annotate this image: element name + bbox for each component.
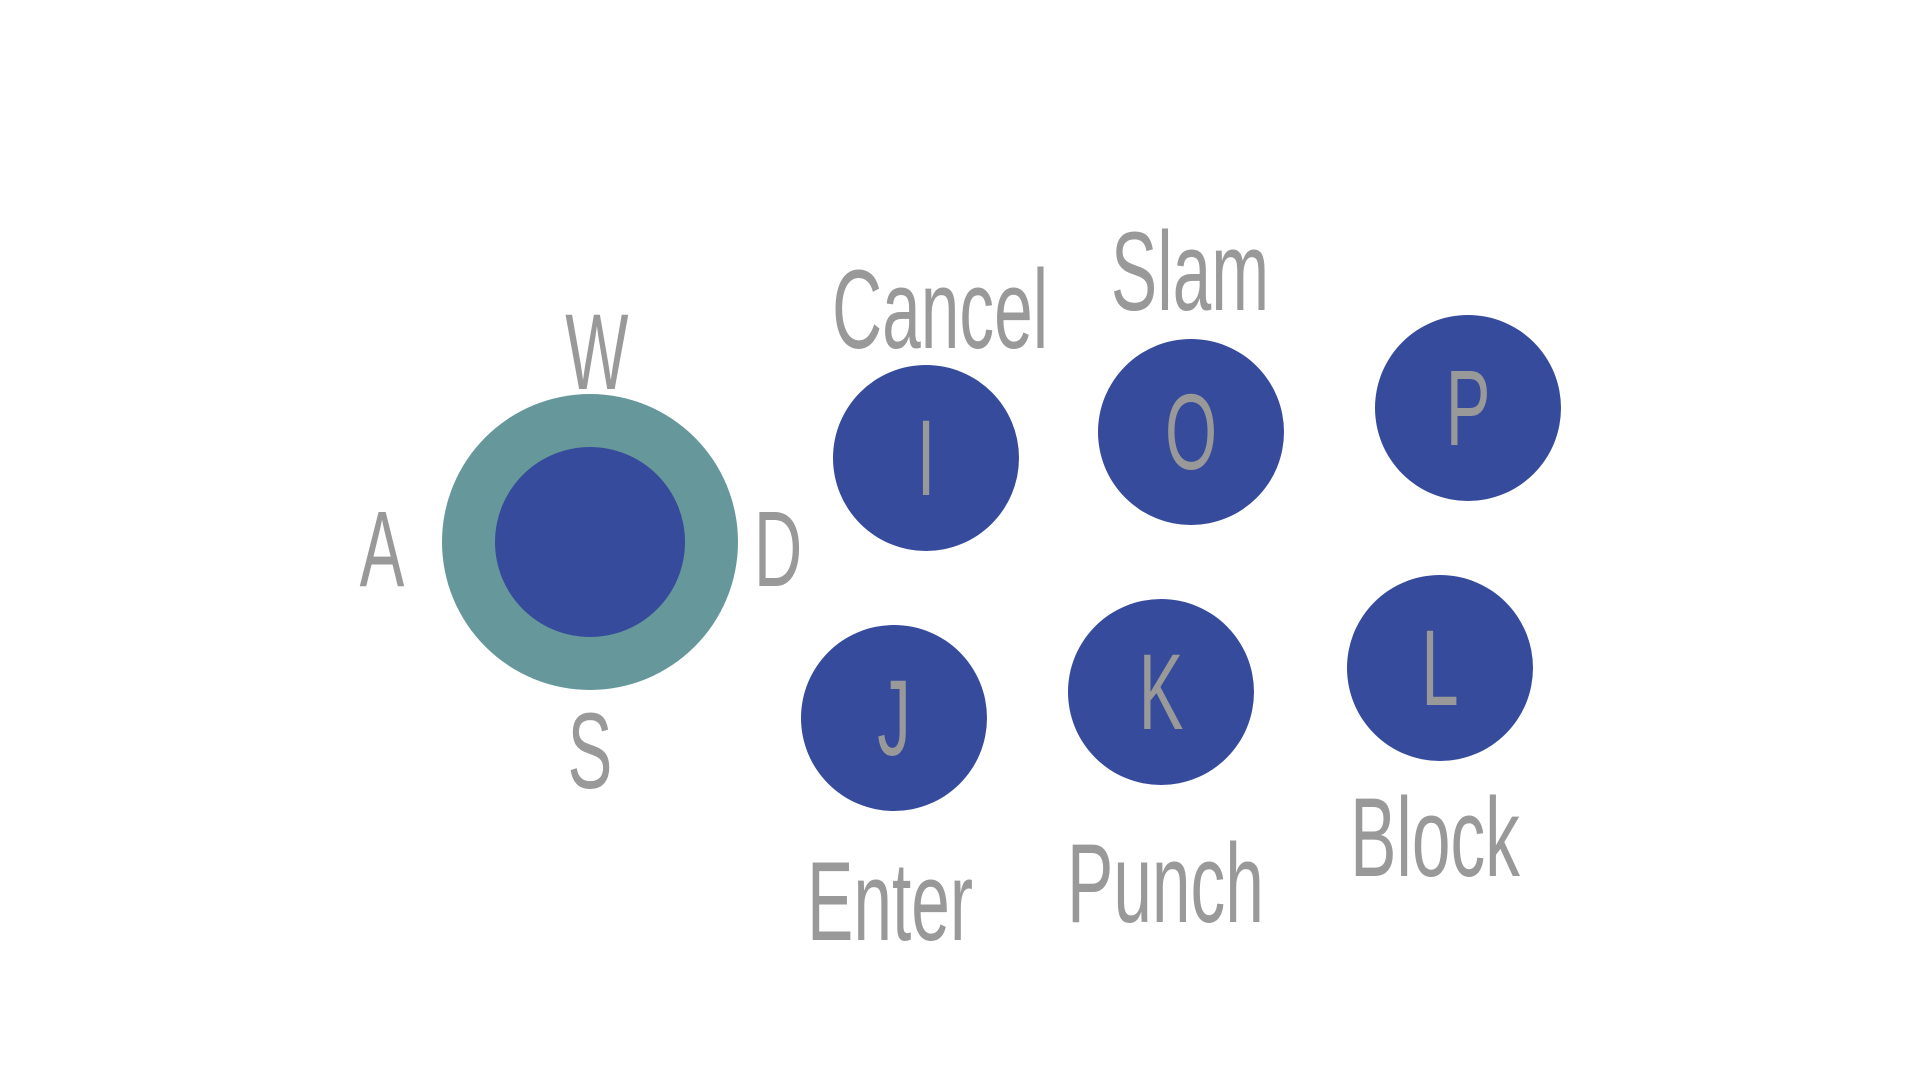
button-j[interactable]: J — [801, 625, 987, 811]
dpad-left-key: A — [359, 488, 405, 609]
button-j-key: J — [877, 657, 911, 778]
button-o-key: O — [1164, 371, 1218, 492]
button-l[interactable]: L — [1347, 575, 1533, 761]
button-j-label: Enter — [807, 839, 973, 964]
dpad-center[interactable] — [495, 447, 685, 637]
button-k-key: K — [1138, 631, 1184, 752]
button-i[interactable]: I — [833, 365, 1019, 551]
dpad-down-key: S — [567, 690, 613, 811]
dpad-right-key: D — [753, 488, 803, 609]
dpad-up-key: W — [565, 291, 629, 412]
button-i-label: Cancel — [832, 247, 1049, 372]
button-l-key: L — [1421, 607, 1459, 728]
button-p[interactable]: P — [1375, 315, 1561, 501]
button-i-key: I — [916, 397, 936, 518]
button-o[interactable]: O — [1098, 339, 1284, 525]
button-k[interactable]: K — [1068, 599, 1254, 785]
button-k-label: Punch — [1067, 821, 1264, 946]
button-p-key: P — [1445, 347, 1491, 468]
button-l-label: Block — [1350, 775, 1520, 900]
button-o-label: Slam — [1110, 209, 1270, 334]
